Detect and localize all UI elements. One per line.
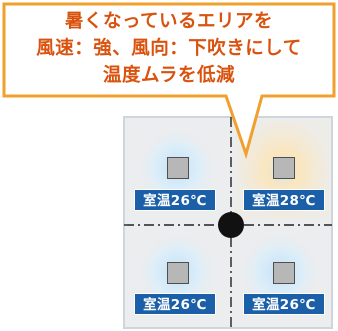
callout-line-1: 暑くなっているエリアを xyxy=(64,11,274,32)
callout-bubble xyxy=(2,2,336,160)
ac-unit-top-left xyxy=(167,157,189,179)
temp-label-bottom-left: 室温26℃ xyxy=(134,293,216,315)
temp-label-bottom-right: 室温26℃ xyxy=(243,293,325,315)
ac-unit-bottom-right xyxy=(273,262,295,284)
callout-line-2: 風速：強、風向：下吹きにして xyxy=(36,38,302,59)
callout-line-3: 温度ムラを低減 xyxy=(102,65,236,86)
temp-label-top-left: 室温26℃ xyxy=(134,189,216,211)
temp-label-top-right: 室温28℃ xyxy=(243,189,325,211)
center-pillar xyxy=(218,212,244,238)
callout-text: 暑くなっているエリアを 風速：強、風向：下吹きにして 温度ムラを低減 xyxy=(8,8,330,89)
ac-unit-bottom-left xyxy=(167,262,189,284)
ac-unit-top-right xyxy=(273,157,295,179)
